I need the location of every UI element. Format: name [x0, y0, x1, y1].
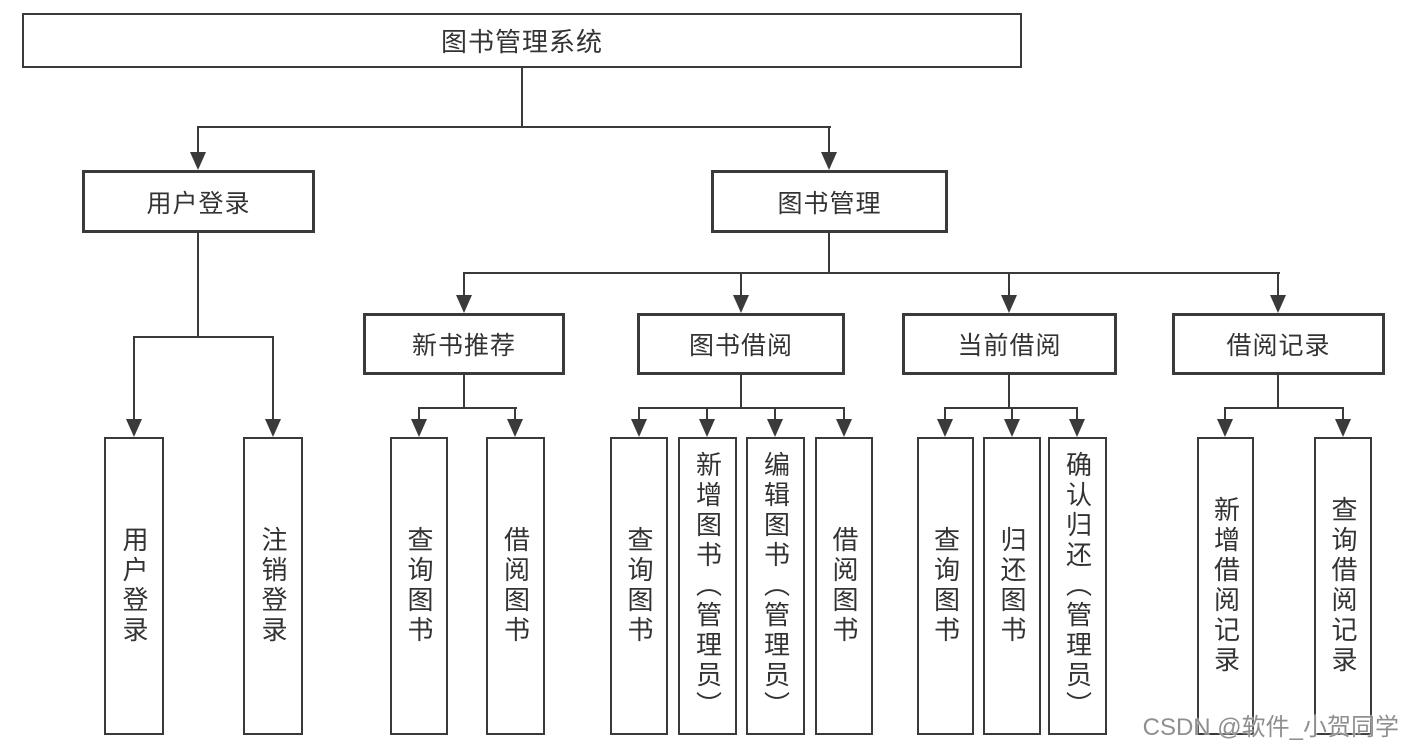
node-borrowing-records: 借阅记录: [1172, 313, 1385, 375]
connector-segment: [197, 233, 199, 338]
arrow-down-icon: [265, 419, 281, 437]
arrow-down-icon: [507, 419, 523, 437]
connector-segment: [514, 407, 516, 421]
csdn-watermark: CSDN @软件_小贺同学: [1142, 714, 1399, 741]
arrow-down-icon: [126, 419, 142, 437]
arrow-down-icon: [699, 419, 715, 437]
arrow-down-icon: [456, 295, 472, 313]
connector-segment: [1224, 407, 1343, 409]
connector-segment: [706, 407, 708, 421]
connector-segment: [774, 407, 776, 421]
arrow-down-icon: [821, 152, 837, 170]
connector-segment: [463, 272, 1280, 274]
leaf-borrow-books-recommend: 借阅图书: [486, 437, 545, 735]
leaf-borrow-books: 借阅图书: [815, 437, 873, 735]
arrow-down-icon: [1004, 419, 1020, 437]
node-book-management: 图书管理: [711, 170, 948, 233]
connector-segment: [944, 407, 1077, 409]
leaf-add-books-admin: 新增图书（管理员）: [678, 437, 737, 735]
connector-segment: [1224, 407, 1226, 421]
arrow-down-icon: [411, 419, 427, 437]
connector-segment: [133, 336, 135, 421]
node-new-book-recommendation: 新书推荐: [363, 313, 565, 375]
connector-segment: [1342, 407, 1344, 421]
leaf-user-login: 用户登录: [104, 437, 164, 735]
connector-segment: [1277, 272, 1279, 297]
connector-segment: [463, 272, 465, 297]
connector-segment: [828, 126, 830, 154]
arrow-down-icon: [190, 152, 206, 170]
connector-segment: [740, 375, 742, 409]
node-library-management-system: 图书管理系统: [22, 13, 1022, 68]
leaf-query-books-current: 查询图书: [917, 437, 974, 735]
arrow-down-icon: [733, 295, 749, 313]
node-book-borrowing: 图书借阅: [637, 313, 845, 375]
connector-segment: [463, 375, 465, 409]
leaf-logout: 注销登录: [243, 437, 303, 735]
arrow-down-icon: [767, 419, 783, 437]
arrow-down-icon: [1270, 295, 1286, 313]
connector-segment: [418, 407, 420, 421]
connector-segment: [521, 68, 523, 128]
connector-segment: [272, 336, 274, 421]
leaf-return-books: 归还图书: [983, 437, 1041, 735]
connector-segment: [843, 407, 845, 421]
arrow-down-icon: [836, 419, 852, 437]
leaf-confirm-return-admin: 确认归还（管理员）: [1048, 437, 1107, 735]
connector-segment: [638, 407, 845, 409]
connector-segment: [1076, 407, 1078, 421]
connector-segment: [133, 336, 274, 338]
connector-segment: [1011, 407, 1013, 421]
leaf-edit-books-admin: 编辑图书（管理员）: [746, 437, 805, 735]
leaf-query-borrowing-record: 查询借阅记录: [1314, 437, 1372, 735]
arrow-down-icon: [1335, 419, 1351, 437]
arrow-down-icon: [937, 419, 953, 437]
connector-segment: [418, 407, 517, 409]
arrow-down-icon: [1001, 295, 1017, 313]
arrow-down-icon: [1069, 419, 1085, 437]
connector-segment: [1008, 272, 1010, 297]
connector-segment: [944, 407, 946, 421]
arrow-down-icon: [631, 419, 647, 437]
connector-segment: [740, 272, 742, 297]
connector-segment: [1008, 375, 1010, 409]
arrow-down-icon: [1217, 419, 1233, 437]
connector-segment: [197, 126, 199, 154]
node-user-login: 用户登录: [82, 170, 315, 233]
connector-segment: [828, 233, 830, 274]
connector-segment: [197, 126, 831, 128]
connector-segment: [638, 407, 640, 421]
leaf-query-books-borrowing: 查询图书: [610, 437, 668, 735]
leaf-query-books-recommend: 查询图书: [390, 437, 448, 735]
connector-segment: [1277, 375, 1279, 409]
node-current-borrowing: 当前借阅: [902, 313, 1117, 375]
leaf-add-borrowing-record: 新增借阅记录: [1197, 437, 1254, 735]
